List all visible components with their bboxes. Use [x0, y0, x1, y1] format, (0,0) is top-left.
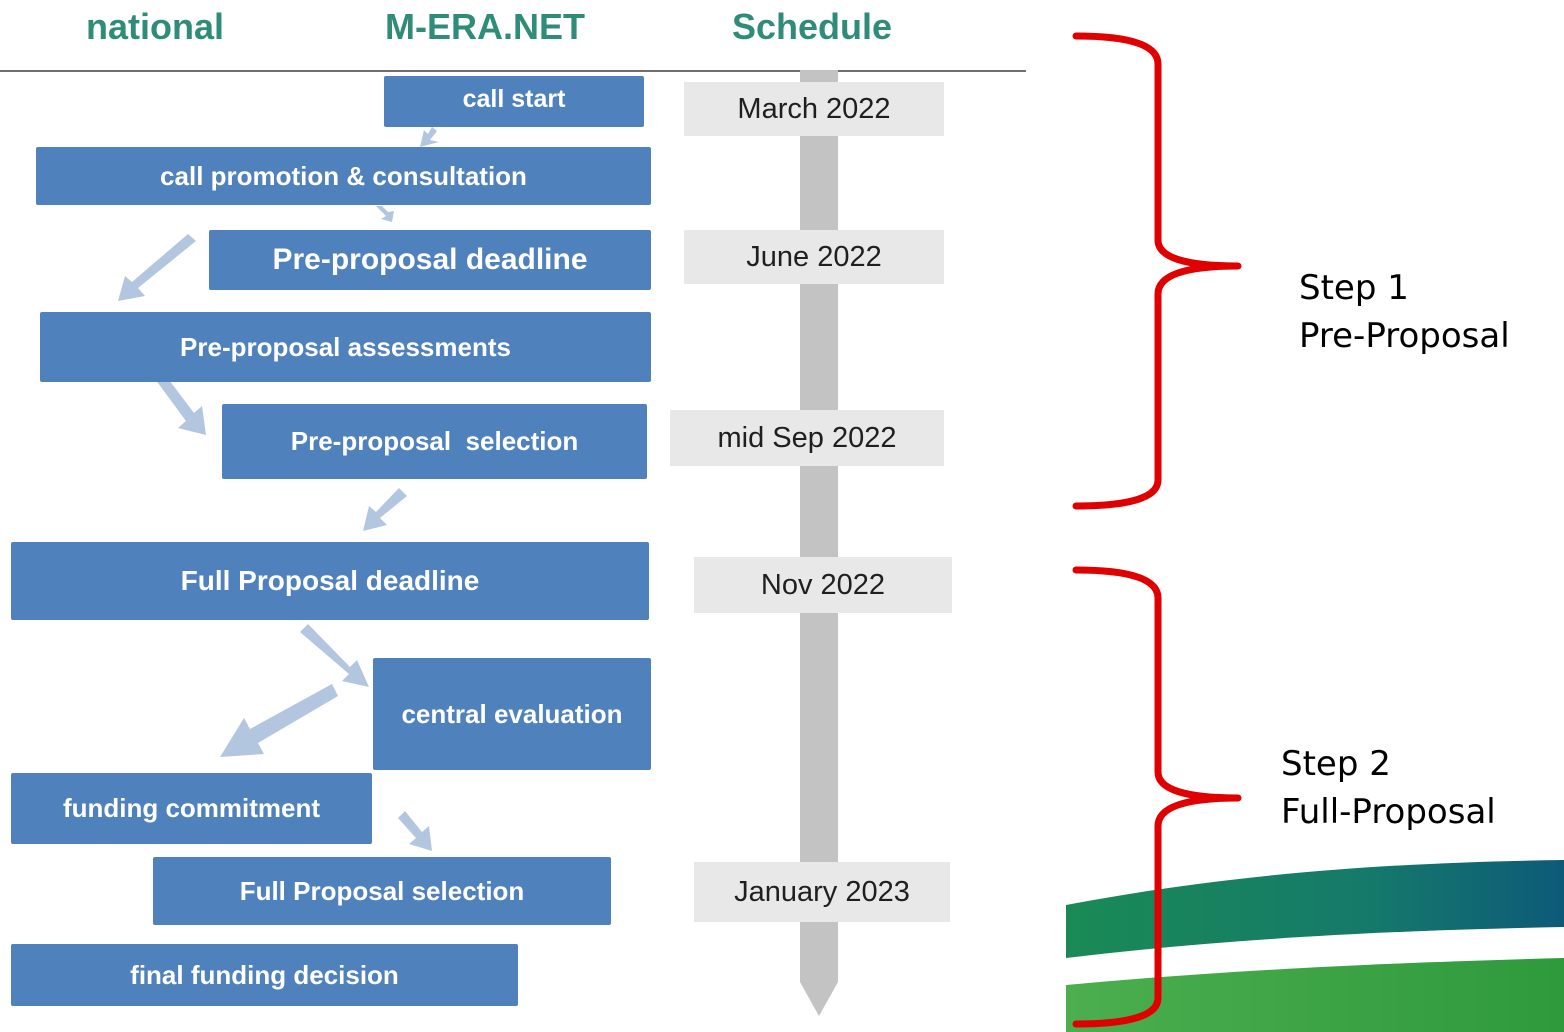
header-mera-net: M-ERA.NET	[385, 6, 585, 47]
step2-subtitle: Full-Proposal	[1281, 792, 1496, 832]
date-june-2022: June 2022	[684, 230, 944, 284]
central-evaluation-box: central evaluation	[373, 658, 651, 770]
arrow-selection-to-full-deadline	[363, 488, 407, 531]
step2-title: Step 2	[1281, 744, 1391, 784]
call-start-box: call start	[384, 76, 644, 127]
step1-brace	[1072, 32, 1242, 510]
step2-label: Step 2 Full-Proposal	[1281, 740, 1496, 836]
date-mid-sep-2022: mid Sep 2022	[670, 410, 944, 466]
step2-brace	[1072, 566, 1242, 1028]
funding-commitment-box: funding commitment	[11, 773, 372, 844]
full-proposal-deadline-box: Full Proposal deadline	[11, 542, 649, 620]
preproposal-assessments-box: Pre-proposal assessments	[40, 312, 651, 382]
step1-subtitle: Pre-Proposal	[1299, 316, 1510, 356]
header-divider	[0, 70, 1026, 72]
step1-label: Step 1 Pre-Proposal	[1299, 264, 1510, 360]
arrow-deadline-to-assessments	[118, 234, 196, 301]
date-january-2023: January 2023	[694, 862, 950, 922]
arrow-central-to-commitment	[220, 684, 338, 757]
arrow-call-start-to-promotion	[420, 127, 439, 147]
date-nov-2022: Nov 2022	[694, 557, 952, 613]
header-national: national	[86, 6, 225, 47]
preproposal-deadline-box: Pre-proposal deadline	[209, 230, 651, 290]
call-promotion-box: call promotion & consultation	[36, 147, 651, 205]
arrow-promotion-to-deadline	[376, 206, 394, 222]
arrow-full-deadline-to-central	[300, 624, 369, 687]
header-schedule: Schedule	[732, 6, 893, 47]
preproposal-selection-box: Pre-proposal selection	[222, 404, 647, 479]
arrow-commitment-to-selection	[398, 811, 432, 851]
date-march-2022: March 2022	[684, 82, 944, 136]
step1-title: Step 1	[1299, 268, 1409, 308]
full-proposal-selection-box: Full Proposal selection	[153, 857, 611, 925]
final-funding-decision-box: final funding decision	[11, 944, 518, 1006]
